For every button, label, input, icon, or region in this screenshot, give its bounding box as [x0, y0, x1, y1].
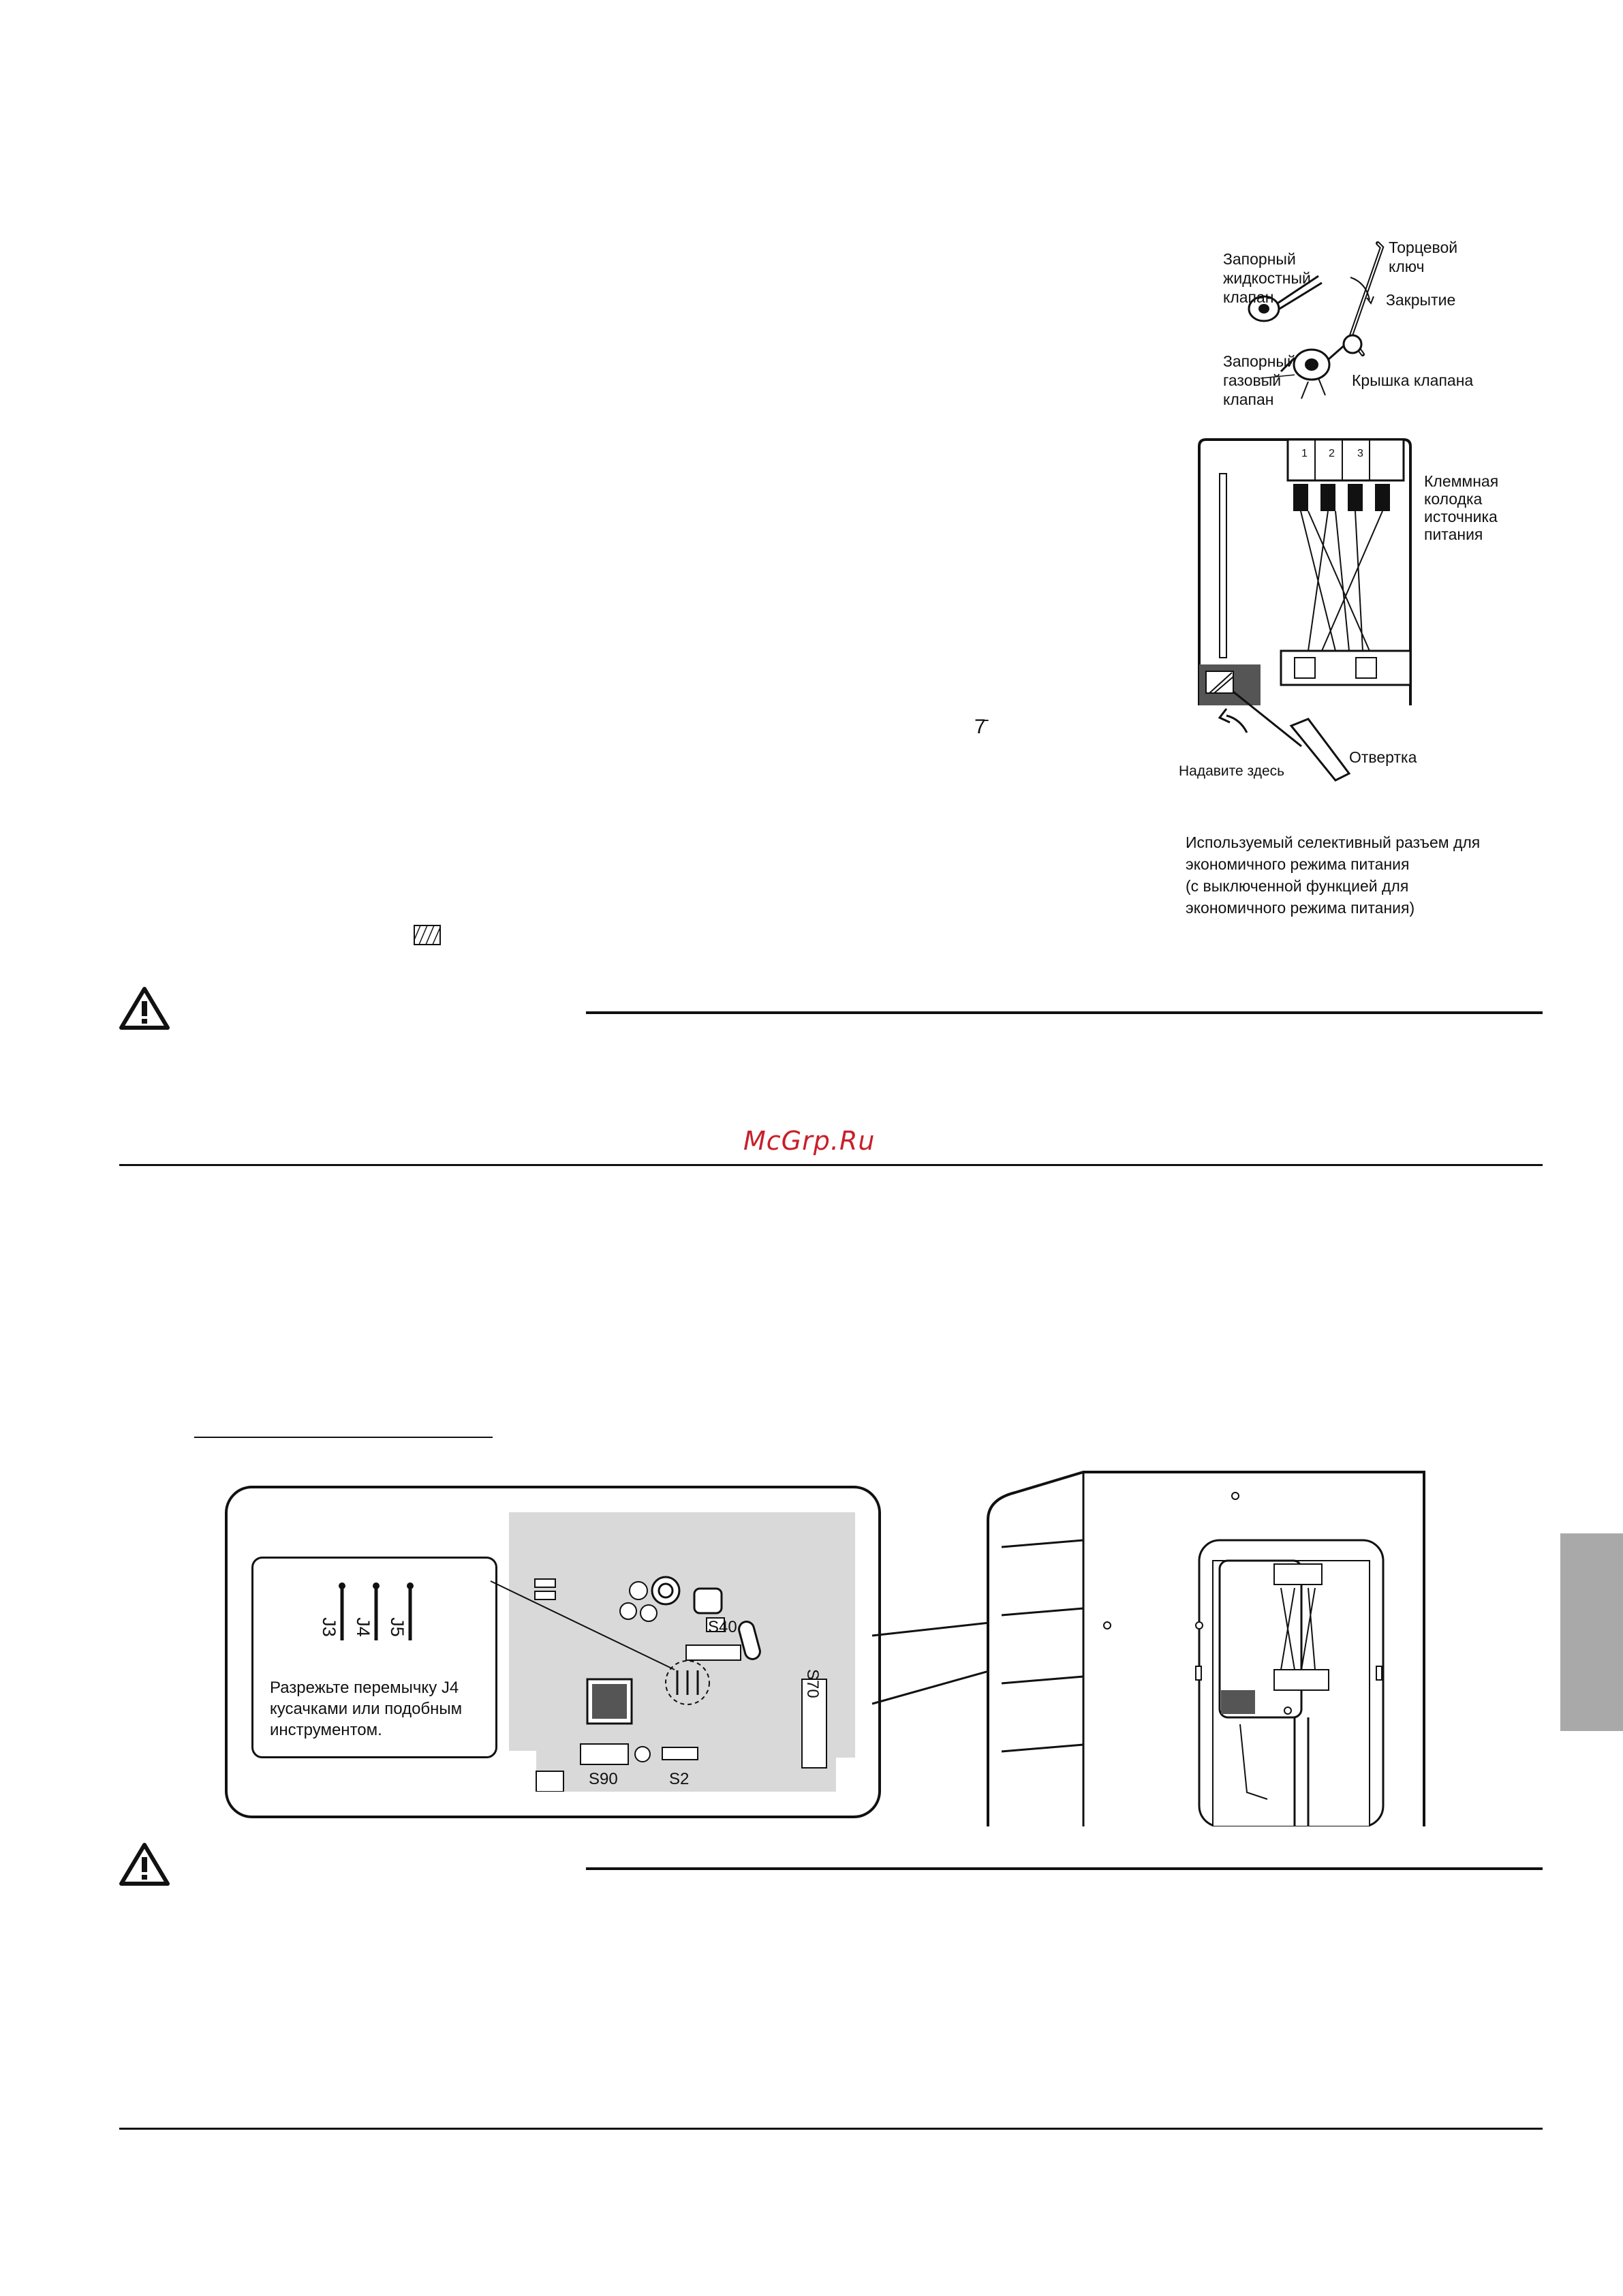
warning-rule-1: [586, 1011, 1543, 1014]
connector-s40-label: S40: [708, 1618, 737, 1636]
terminal-block-label-1: Клеммная: [1424, 472, 1499, 490]
hex-key-label-2: ключ: [1389, 258, 1425, 275]
jumper-j5-label: J5: [386, 1617, 407, 1637]
hex-key-label-1: Торцевой: [1389, 239, 1458, 256]
cut-instruction-line-3: инструментом.: [270, 1721, 382, 1739]
gas-valve-label-2: газовый: [1223, 371, 1282, 389]
terminal-number-2: 2: [1329, 448, 1335, 459]
section-divider: [119, 1164, 1543, 1166]
screwdriver-label: Отвертка: [1349, 748, 1417, 766]
outdoor-unit-drawing: [987, 1471, 1425, 1826]
connector-caption-line-4: экономичного режима питания): [1186, 899, 1415, 917]
terminal-number-1: 1: [1301, 448, 1308, 459]
jumper-callout: J3 J4 J5 Разрежьте перемычку J4 кусачкам…: [251, 1557, 497, 1758]
warning-triangle-icon-2: [119, 1843, 170, 1886]
valve-drawing: [1248, 241, 1385, 399]
jumper-drawing: [339, 1582, 414, 1640]
closing-label: Закрытие: [1386, 291, 1456, 309]
connector-s90-label: S90: [589, 1770, 618, 1788]
connector-caption-line-2: экономичного режима питания: [1186, 855, 1410, 873]
jumper-j3-label: J3: [318, 1617, 339, 1637]
gas-valve-label-1: Запорный: [1223, 352, 1296, 370]
pcb-board: [509, 1512, 855, 1792]
liquid-valve-label-3: клапан: [1223, 288, 1274, 306]
warning-triangle-icon: [119, 987, 170, 1030]
connector-caption: Используемый селективный разъем для экон…: [1186, 831, 1480, 919]
gas-valve-label-3: клапан: [1223, 391, 1274, 408]
jumper-j4-label: J4: [352, 1617, 373, 1637]
hatched-box-icon: [414, 925, 441, 945]
liquid-valve-label-2: жидкостный: [1223, 269, 1311, 287]
terminal-block-label-4: питания: [1424, 525, 1483, 543]
liquid-valve-label-1: Запорный: [1223, 250, 1296, 268]
pcb-components: [509, 1576, 855, 1792]
terminal-figure: 1 2 3 Клеммная колодка источника питания…: [1179, 433, 1519, 787]
connector-s2-label: S2: [669, 1770, 690, 1788]
terminal-drawing: [1198, 438, 1412, 782]
inline-symbol: 7̄: [974, 716, 986, 738]
warning-rule-2: [586, 1867, 1543, 1870]
cut-instruction: Разрежьте перемычку J4 кусачками или под…: [270, 1677, 462, 1741]
subheading-underline: [194, 1437, 493, 1438]
pcb-figure: S40 S70 S90 S2 J3 J4 J5 Разрежьте перемы…: [225, 1486, 881, 1818]
valve-cap-label: Крышка клапана: [1352, 371, 1474, 389]
terminal-block-label-3: источника: [1424, 508, 1498, 525]
watermark: McGrp.Ru: [743, 1126, 876, 1156]
section-side-tab: [1560, 1533, 1623, 1731]
cut-instruction-line-2: кусачками или подобным: [270, 1700, 463, 1718]
terminal-number-3: 3: [1357, 448, 1363, 459]
press-here-label: Надавите здесь: [1179, 763, 1285, 779]
connector-caption-line-1: Используемый селективный разъем для: [1186, 833, 1481, 851]
footer-rule: [119, 2128, 1543, 2130]
valve-figure: Запорный жидкостный клапан Запорный газо…: [1199, 235, 1485, 412]
terminal-block-label-2: колодка: [1424, 490, 1483, 508]
cut-instruction-line-1: Разрежьте перемычку J4: [270, 1679, 459, 1697]
connector-caption-line-3: (с выключенной функцией для: [1186, 877, 1409, 895]
